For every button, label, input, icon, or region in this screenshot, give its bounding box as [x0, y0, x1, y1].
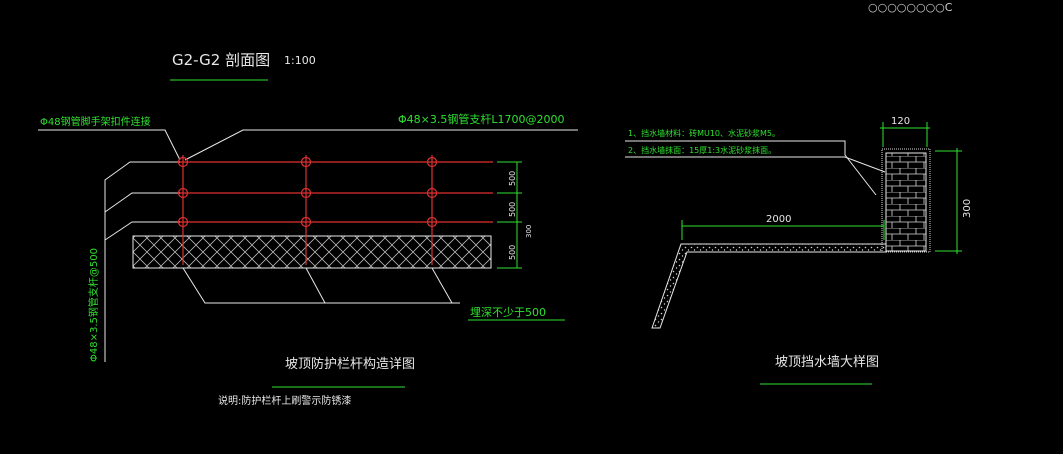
dim-wall-height: 300	[935, 148, 973, 254]
post-2	[300, 155, 312, 265]
callout-post-text: Φ48×3.5钢管支杆@500	[87, 248, 100, 362]
water-wall-detail: 1、挡水墙材料：砖MU10、水泥砂浆M5。 2、挡水墙抹面：15厚1:3水泥砂浆…	[625, 116, 973, 385]
wall-plaster-layer	[881, 148, 931, 253]
railing-detail-title: 坡顶防护栏杆构造详图	[285, 356, 415, 372]
callout-fastener-text: Φ48钢管脚手架扣件连接	[40, 115, 151, 128]
embed-leader-1	[182, 267, 460, 304]
top-right-text: ○○○○○○○○C	[868, 1, 953, 14]
dim-wall-height-text: 300	[962, 199, 973, 218]
dim-1: 500	[508, 171, 517, 186]
embed-leader-2	[305, 267, 326, 304]
dim-top-length: 2000	[681, 214, 885, 240]
brick-wall	[885, 152, 927, 252]
railing-detail: Φ48钢管脚手架扣件连接 Φ48×3.5钢管支杆L1700@2000 Φ48×3…	[38, 112, 578, 407]
embed-leader-3	[431, 267, 453, 304]
callout-fastener-leader	[38, 129, 181, 161]
embed-depth-text: 埋深不少于500	[470, 306, 546, 319]
callout-rail-leader	[184, 129, 578, 161]
wall-note-1: 1、挡水墙材料：砖MU10、水泥砂浆M5。	[628, 128, 780, 138]
post-leader-2	[104, 192, 183, 213]
section-scale: 1:100	[284, 54, 316, 67]
wall-note-leader-1	[625, 140, 877, 196]
dim-2: 500	[508, 202, 517, 217]
dim-total: 300	[525, 225, 533, 238]
post-leader-1	[104, 161, 183, 362]
dim-wall-width: 120	[880, 116, 930, 147]
post-3	[426, 155, 438, 265]
callout-rail-text: Φ48×3.5钢管支杆L1700@2000	[398, 112, 564, 126]
slope-surface	[651, 243, 887, 329]
wall-detail-title: 坡顶挡水墙大样图	[775, 355, 879, 370]
dim-3: 500	[508, 245, 517, 260]
wall-note-2: 2、挡水墙抹面：15厚1:3水泥砂浆抹面。	[628, 145, 776, 155]
vertical-dimension: 500 500 500 300	[497, 161, 533, 269]
railing-note: 说明:防护栏杆上刷警示防锈漆	[218, 394, 351, 407]
dim-top-length-text: 2000	[766, 214, 791, 225]
section-header: G2-G2 剖面图 1:100	[170, 51, 316, 81]
ground-hatched-strip	[132, 235, 492, 269]
post-1	[177, 155, 189, 265]
dim-wall-width-text: 120	[891, 116, 910, 127]
section-title: G2-G2 剖面图	[172, 51, 270, 69]
wall-note-leader-2	[625, 156, 886, 173]
post-leader-3	[104, 221, 183, 241]
